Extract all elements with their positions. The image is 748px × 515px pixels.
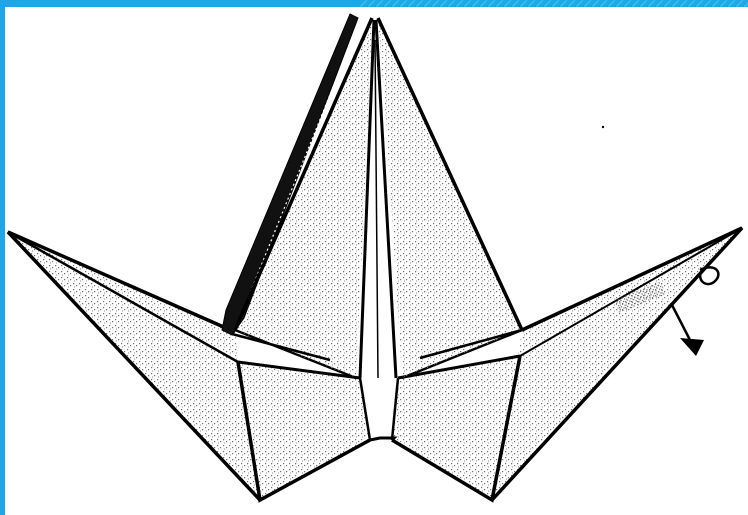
upper-points xyxy=(222,14,522,378)
fold-direction-arrow-shaft xyxy=(672,305,690,340)
left-wing xyxy=(8,232,260,500)
diagram-panel xyxy=(5,7,748,515)
frame-top-stripes xyxy=(0,0,748,7)
fold-direction-arrow-icon xyxy=(680,338,704,356)
center-crease-mid xyxy=(375,40,378,378)
origami-crane-diagram xyxy=(5,7,748,515)
upper-left-face xyxy=(235,18,372,378)
upper-right-face xyxy=(378,18,522,378)
turn-over-loop-icon xyxy=(700,267,718,284)
stray-dot xyxy=(602,126,604,128)
body-center-notch xyxy=(370,438,394,440)
